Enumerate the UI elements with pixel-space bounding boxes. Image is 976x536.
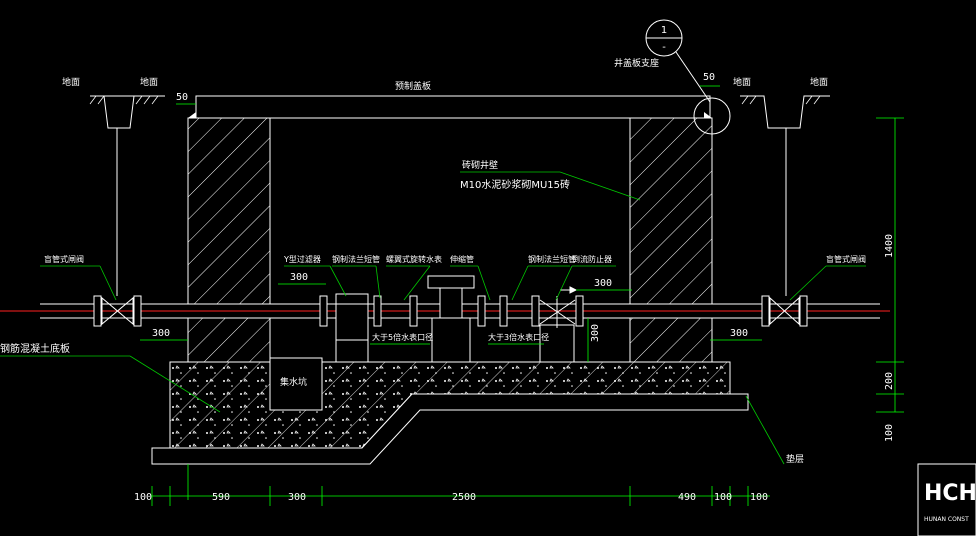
support-1	[335, 339, 369, 363]
support-2	[431, 317, 471, 363]
label-ground-right-2: 地面	[810, 76, 828, 88]
ground-right	[740, 95, 830, 129]
check-valve	[539, 286, 578, 328]
dim-100: 100	[884, 424, 895, 442]
expansion-joint	[427, 275, 475, 319]
label-cover-support: 井盖板支座	[614, 57, 659, 69]
dim-bottom-1: 590	[212, 492, 230, 503]
label-gate-valve-right: 盲管式闸阀	[826, 254, 866, 264]
label-mortar: M10水泥砂浆砌MU15砖	[460, 178, 570, 191]
sump	[269, 357, 323, 411]
dim-bottom-4: 490	[678, 492, 696, 503]
label-cushion: 垫层	[786, 453, 804, 465]
label-note-2: 大于3倍水表口径	[488, 332, 549, 342]
dimension-lines	[140, 85, 904, 506]
label-brick-wall: 砖砌井壁	[462, 159, 498, 171]
label-flange-pipe-2: 钢制法兰短管	[528, 254, 576, 264]
label-water-meter: 螺翼式旋转水表	[386, 254, 442, 264]
label-ground-left-2: 地面	[140, 76, 158, 88]
dim-bottom-5: 100	[714, 492, 732, 503]
support-3	[539, 324, 575, 363]
label-note-1: 大于5倍水表口径	[372, 332, 433, 342]
y-filter	[335, 293, 369, 341]
label-flange-pipe-1: 钢制法兰短管	[332, 254, 380, 264]
label-concrete-base: 钢筋混凝土底板	[0, 342, 70, 355]
wall-left-upper	[187, 117, 271, 305]
ground-left	[89, 95, 165, 129]
cover-slab	[195, 95, 711, 119]
dim-300-left-low: 300	[152, 328, 170, 339]
gate-valve-left	[101, 296, 134, 326]
detail-sheet: -	[662, 42, 666, 53]
detail-num: 1	[661, 25, 667, 36]
dim-top-50-right: 50	[703, 72, 715, 83]
dim-bottom-0: 100	[134, 492, 152, 503]
label-sump: 集水坑	[280, 376, 307, 388]
gate-valve-right	[769, 296, 800, 326]
logo-text: HCH	[924, 481, 976, 506]
dim-bottom-3: 2500	[452, 492, 476, 503]
dim-300-vertical: 300	[590, 324, 601, 342]
label-gate-valve-left: 盲管式闸阀	[44, 254, 84, 264]
logo-subtext: HUNAN CONST	[924, 516, 969, 523]
dim-1400: 1400	[884, 234, 895, 258]
label-check-valve: 倒流防止器	[572, 254, 612, 264]
label-expansion: 伸缩管	[450, 254, 474, 264]
detail-callout	[645, 19, 731, 135]
wall-left-lower	[187, 317, 271, 363]
dim-300-left: 300	[290, 272, 308, 283]
cushion-layer	[151, 393, 749, 465]
label-ground-left-1: 地面	[62, 76, 80, 88]
leaders	[0, 171, 866, 465]
dim-top-50-left: 50	[176, 92, 188, 103]
dim-300-right: 300	[594, 278, 612, 289]
dim-bottom-6: 100	[750, 492, 768, 503]
label-cover-slab: 预制盖板	[395, 80, 431, 92]
title-block: HCH HUNAN CONST	[917, 463, 976, 536]
label-filter: Y型过滤器	[283, 254, 321, 264]
dim-bottom-2: 300	[288, 492, 306, 503]
wall-right-lower	[629, 317, 713, 363]
dim-200: 200	[884, 372, 895, 390]
flanges	[93, 295, 808, 327]
wall-right-upper	[629, 117, 713, 305]
dim-300-right-low: 300	[730, 328, 748, 339]
label-ground-right-1: 地面	[733, 76, 751, 88]
